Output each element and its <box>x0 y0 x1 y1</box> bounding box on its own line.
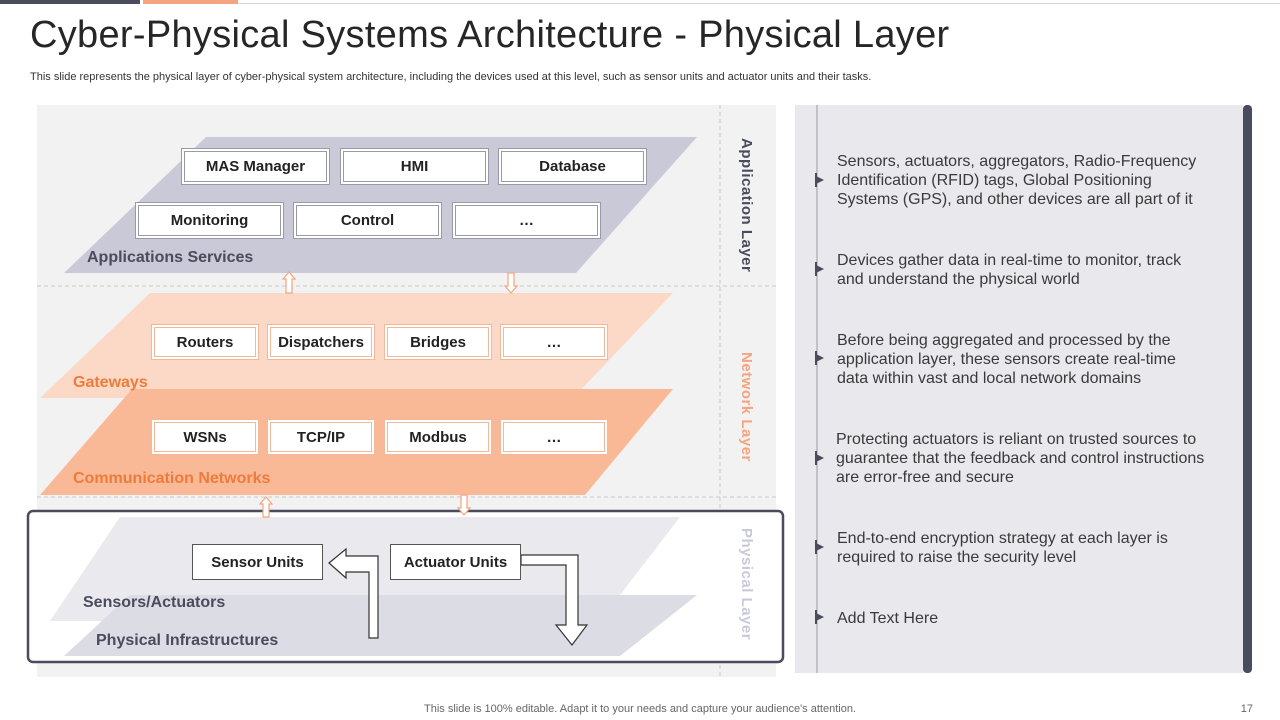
box-gateways-more: … <box>500 324 608 360</box>
box-hmi: HMI <box>340 148 489 185</box>
bullet-arrow-icon <box>815 173 824 187</box>
top-rule <box>238 3 1280 4</box>
box-actuator-units: Actuator Units <box>390 544 521 580</box>
arrow-up-app-icon <box>281 271 297 294</box>
box-bridges: Bridges <box>384 324 492 360</box>
bullet-arrow-icon <box>815 262 824 276</box>
box-communication-more: … <box>500 419 608 455</box>
box-database: Database <box>498 148 647 185</box>
box-mas-manager: MAS Manager <box>181 148 330 185</box>
application-layer-label: Application Layer <box>738 138 755 273</box>
sensors-actuators-label: Sensors/Actuators <box>83 594 226 611</box>
page-subtitle: This slide represents the physical layer… <box>30 71 872 83</box>
box-app-more: … <box>452 202 601 239</box>
bullet-arrow-icon <box>815 540 824 554</box>
point-2: Devices gather data in real-time to moni… <box>837 252 1182 288</box>
point-3: Before being aggregated and processed by… <box>837 332 1176 387</box>
network-layer-label: Network Layer <box>738 352 755 462</box>
arrow-from-actuator-icon <box>520 554 589 646</box>
arrow-to-sensor-icon <box>328 547 379 639</box>
physical-infrastructures-shape <box>64 595 697 656</box>
point-5: End-to-end encryption strategy at each l… <box>837 530 1168 566</box>
bullet-arrow-icon <box>815 451 824 465</box>
top-accent-bar-dark <box>0 0 140 4</box>
description-panel-bg <box>795 105 1243 673</box>
communication-networks-label: Communication Networks <box>73 470 271 487</box>
footer-note: This slide is 100% editable. Adapt it to… <box>424 703 856 715</box>
physical-layer-label: Physical Layer <box>738 528 755 641</box>
gateways-label: Gateways <box>73 374 148 391</box>
box-tcpip: TCP/IP <box>267 419 375 455</box>
page-number: 17 <box>1240 703 1253 715</box>
top-accent-bar-orange <box>143 0 238 4</box>
description-panel-edge <box>1243 105 1252 673</box>
bullet-arrow-icon <box>815 351 824 365</box>
page-title: Cyber-Physical Systems Architecture - Ph… <box>30 14 950 56</box>
box-monitoring: Monitoring <box>135 202 284 239</box>
applications-services-label: Applications Services <box>87 249 254 266</box>
arrow-down-app-icon <box>503 272 519 294</box>
box-modbus: Modbus <box>384 419 492 455</box>
point-4: Protecting actuators is reliant on trust… <box>836 431 1205 486</box>
box-dispatchers: Dispatchers <box>267 324 375 360</box>
arrow-up-physical-icon <box>258 496 274 518</box>
arrow-down-physical-icon <box>456 494 472 516</box>
bullet-arrow-icon <box>815 610 824 624</box>
box-control: Control <box>293 202 442 239</box>
point-6: Add Text Here <box>837 610 939 627</box>
point-1: Sensors, actuators, aggregators, Radio-F… <box>837 153 1197 208</box>
box-wsns: WSNs <box>151 419 259 455</box>
box-sensor-units: Sensor Units <box>192 544 323 580</box>
box-routers: Routers <box>151 324 259 360</box>
physical-infrastructures-label: Physical Infrastructures <box>96 632 279 649</box>
